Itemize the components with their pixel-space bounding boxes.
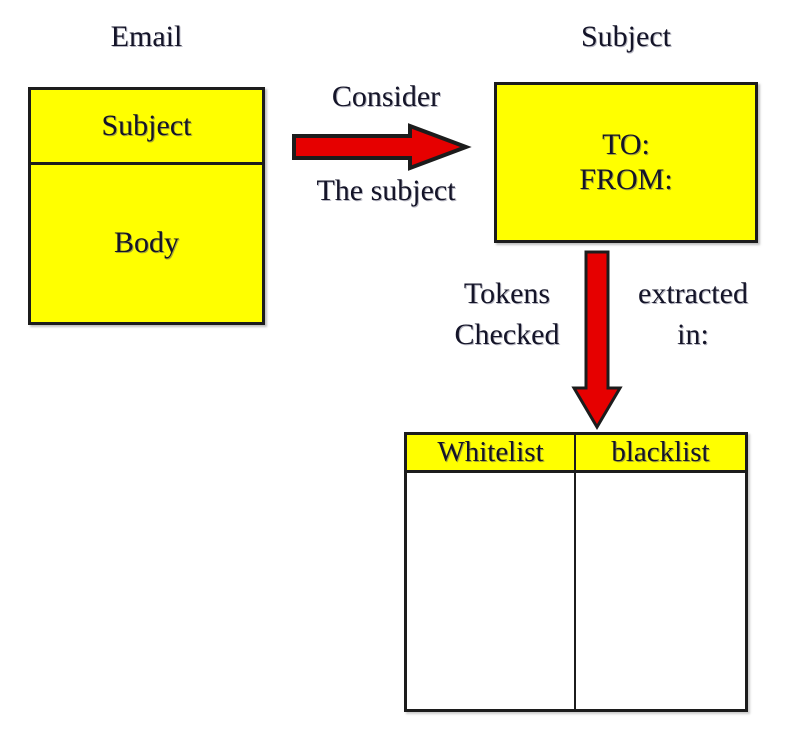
down-arrow-icon [570, 250, 624, 430]
right-arrow-icon [292, 123, 472, 171]
subject-node[interactable]: TO: FROM: [494, 82, 758, 243]
edge-the-subject-label: The subject [316, 174, 456, 207]
email-body-cell[interactable]: Body [31, 165, 262, 322]
table-body [407, 473, 745, 709]
email-body-label: Body [113, 226, 179, 260]
table-header-row: Whitelist blacklist [407, 435, 745, 473]
table-column-header-blacklist[interactable]: blacklist [576, 435, 745, 470]
subject-node-content-cell[interactable]: TO: FROM: [497, 85, 755, 240]
table-cell-blacklist-empty[interactable] [576, 473, 745, 709]
table-cell-whitelist-empty[interactable] [407, 473, 576, 709]
email-subject-cell[interactable]: Subject [31, 90, 262, 165]
edge-extracted-in-label: extracted in: [638, 277, 748, 351]
edge-consider-label: Consider [331, 80, 441, 113]
email-node[interactable]: Subject Body [28, 87, 265, 325]
list-table[interactable]: Whitelist blacklist [404, 432, 748, 712]
subject-node-content: TO: FROM: [579, 128, 673, 196]
table-column-header-whitelist[interactable]: Whitelist [407, 435, 576, 470]
email-subject-label: Subject [101, 108, 192, 142]
edge-tokens-checked-label: Tokens Checked [454, 277, 560, 351]
email-node-caption: Email [110, 20, 183, 53]
subject-node-caption: Subject [581, 20, 671, 53]
